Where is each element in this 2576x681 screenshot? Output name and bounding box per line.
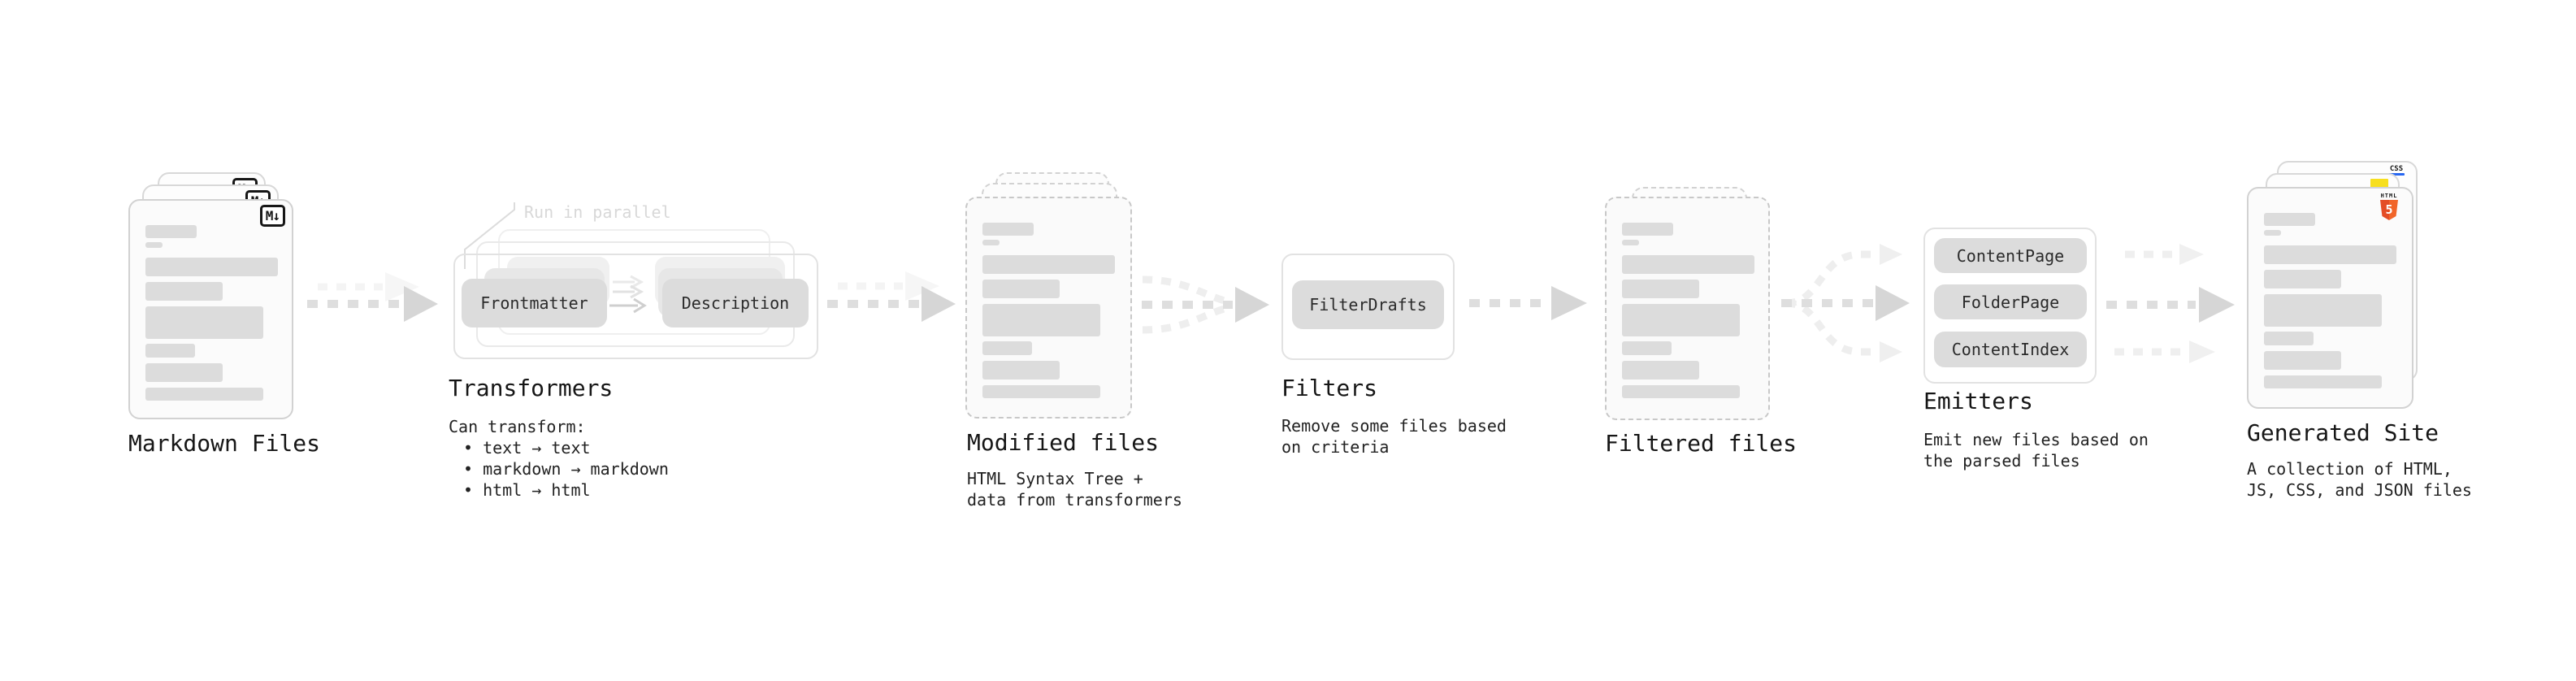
arrow-transformers-to-modified — [827, 271, 956, 322]
text-line-bar — [1622, 240, 1639, 245]
run-in-parallel-annotation: Run in parallel — [524, 202, 671, 222]
text-line-bar — [2264, 351, 2341, 370]
transformers-title: Transformers — [449, 375, 614, 401]
frontmatter-pill: Frontmatter — [462, 279, 607, 327]
text-line-bar — [1622, 361, 1699, 380]
text-line-bar — [982, 361, 1060, 380]
text-line-bar — [2264, 245, 2396, 264]
generated-site-title: Generated Site — [2247, 419, 2439, 446]
markdown-file-card: M↓ — [128, 199, 293, 419]
text-line-bar — [2264, 230, 2281, 236]
text-line-bar — [1622, 304, 1740, 336]
generated-site-description: A collection of HTML, JS, CSS, and JSON … — [2247, 459, 2472, 500]
filterdrafts-pill: FilterDrafts — [1292, 280, 1444, 329]
text-line-bar — [145, 388, 263, 401]
text-line-bar — [982, 341, 1032, 355]
modified-files-title: Modified files — [967, 429, 1160, 456]
text-line-bar — [982, 223, 1034, 236]
text-line-bar — [145, 225, 197, 238]
arrow-modified-to-filters-converge — [1142, 275, 1269, 334]
filtered-file-card — [1605, 197, 1770, 420]
text-line-bar — [982, 385, 1100, 398]
emitters-title: Emitters — [1923, 388, 2033, 414]
text-line-bar — [145, 282, 223, 301]
modified-file-card — [965, 197, 1132, 419]
text-line-bar — [982, 304, 1100, 336]
generated-file-card-html: HTML 5 — [2247, 187, 2413, 409]
text-line-bar — [982, 280, 1060, 298]
transformer-pill-arrows — [609, 275, 647, 314]
text-line-bar — [982, 255, 1115, 274]
filters-title: Filters — [1281, 375, 1378, 401]
text-line-bar — [1622, 223, 1673, 236]
text-line-bar — [2264, 270, 2341, 288]
bullet-item: • markdown → markdown — [463, 459, 669, 479]
modified-files-description: HTML Syntax Tree + data from transformer… — [967, 469, 1182, 510]
markdown-files-title: Markdown Files — [128, 430, 321, 457]
text-line-bar — [145, 258, 278, 276]
text-line-bar — [1622, 255, 1754, 274]
transformer-box — [453, 254, 818, 359]
arrow-markdown-to-transformers — [307, 272, 438, 322]
arrows-emitters-to-generated — [2106, 244, 2235, 363]
text-line-bar — [2264, 332, 2314, 345]
bullet-item: • html → html — [463, 480, 591, 500]
text-line-bar — [2264, 213, 2315, 226]
emitter-pill-contentindex: ContentIndex — [1934, 332, 2087, 367]
emitter-pill-contentpage: ContentPage — [1934, 238, 2087, 273]
text-line-bar — [2264, 375, 2382, 388]
text-line-bar — [145, 363, 223, 382]
transformers-description-intro: Can transform: — [449, 417, 586, 436]
markdown-icon: M↓ — [259, 205, 285, 227]
arrow-filters-to-filtered — [1469, 286, 1587, 320]
emitter-pill-folderpage: FolderPage — [1934, 284, 2087, 319]
html5-icon: HTML 5 — [2379, 193, 2399, 220]
text-line-bar — [145, 242, 163, 248]
text-line-bar — [1622, 280, 1699, 298]
text-line-bar — [145, 306, 263, 339]
text-line-bar — [145, 344, 195, 358]
text-line-bar — [2264, 294, 2382, 327]
transformers-bullet-list: • text → text • markdown → markdown • ht… — [449, 437, 669, 501]
text-line-bar — [982, 240, 1000, 245]
filtered-files-title: Filtered files — [1605, 430, 1798, 457]
run-in-parallel-leader-line — [464, 202, 515, 269]
description-pill: Description — [662, 279, 809, 327]
text-line-bar — [1622, 385, 1740, 398]
filters-description: Remove some files based on criteria — [1281, 416, 1507, 457]
bullet-item: • text → text — [463, 438, 591, 458]
css-icon: CSS — [2388, 166, 2405, 176]
text-line-bar — [1622, 341, 1672, 355]
emitters-description: Emit new files based on the parsed files — [1923, 430, 2149, 471]
arrow-filtered-to-emitters-diverge — [1781, 244, 1910, 362]
